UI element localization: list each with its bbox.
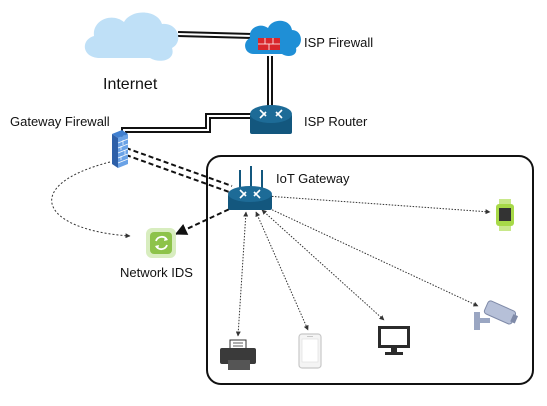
network-ids-label: Network IDS xyxy=(120,265,193,280)
link-iot-gateway-tablet xyxy=(255,211,309,331)
gateway-firewall-label: Gateway Firewall xyxy=(10,114,110,129)
link-iot-gateway-printer xyxy=(235,211,249,337)
link-iot-gateway-camera xyxy=(263,205,479,307)
link-internet-isp-firewall xyxy=(177,31,253,39)
internet-label: Internet xyxy=(103,76,158,93)
iot-gateway-label: IoT Gateway xyxy=(276,171,350,186)
isp-firewall-label: ISP Firewall xyxy=(304,35,374,50)
iot-network-boundary xyxy=(206,155,534,385)
link-iot-gateway-smartwatch xyxy=(265,193,491,215)
cloud-icon xyxy=(84,12,179,61)
router-icon xyxy=(250,105,292,134)
network-ids-icon xyxy=(146,228,176,258)
security-camera-icon xyxy=(474,300,519,330)
link-gateway-firewall-iot-gateway xyxy=(125,147,233,194)
smartwatch-icon xyxy=(496,199,514,231)
cloud-firewall-icon xyxy=(245,20,301,56)
wireless-router-icon xyxy=(228,166,272,210)
monitor-icon xyxy=(378,326,410,355)
isp-router-label: ISP Router xyxy=(304,114,368,129)
link-isp-router-gateway-firewall xyxy=(121,113,252,138)
link-iot-gateway-network-ids xyxy=(174,205,237,235)
firewall-icon xyxy=(112,130,129,168)
printer-icon xyxy=(220,339,256,370)
link-gateway-firewall-network-ids xyxy=(51,161,131,239)
tablet-icon xyxy=(298,333,322,369)
link-iot-gateway-monitor xyxy=(261,209,385,321)
